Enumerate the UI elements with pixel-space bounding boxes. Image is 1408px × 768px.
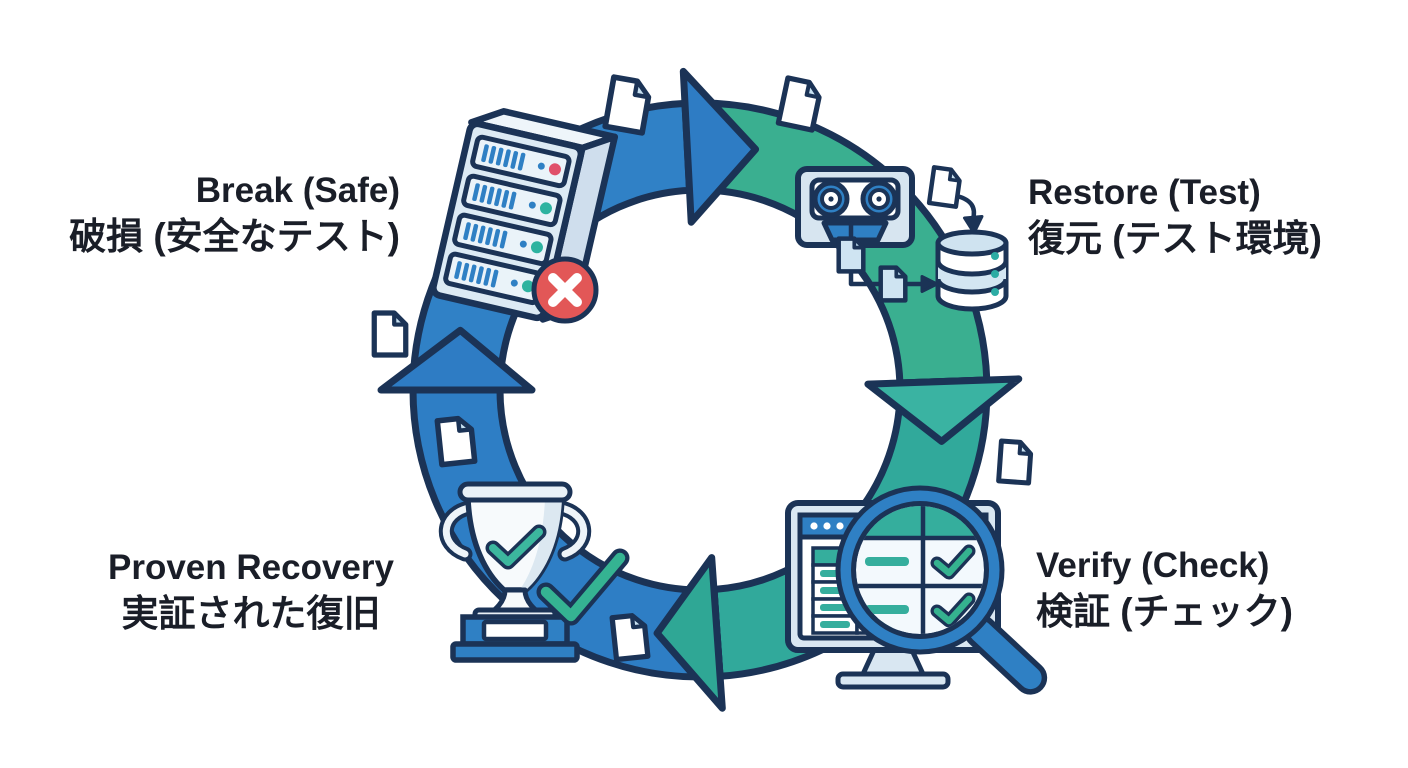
trophy-check-icon: [438, 481, 592, 663]
server-slots: [443, 134, 572, 306]
stage-label-proven-en: Proven Recovery: [108, 548, 394, 587]
document-icons: [371, 74, 1034, 663]
document-icon: [996, 438, 1034, 486]
restore-flow: [848, 193, 984, 293]
document-icon: [434, 415, 478, 468]
error-badge-icon: [531, 256, 599, 324]
stage-label-verify-ja: 検証 (チェック): [1036, 591, 1293, 632]
backup-tape-icon: [795, 166, 915, 248]
document-icon: [609, 613, 651, 663]
stage-label-restore: Restore (Test) 復元 (テスト環境): [1028, 175, 1322, 257]
arrowhead-bottom-icon: [653, 554, 726, 712]
database-icon: [935, 229, 1009, 312]
document-icon: [602, 74, 652, 136]
arrowhead-right-icon: [864, 375, 1023, 445]
stage-label-verify-en: Verify (Check): [1036, 546, 1270, 585]
stage-label-verify: Verify (Check) 検証 (チェック): [1036, 548, 1293, 630]
tape-reel-icon: [812, 180, 850, 218]
document-icon: [926, 165, 962, 209]
stage-label-break-ja: 破損 (安全なテスト): [69, 216, 400, 257]
restore-file-icon: [878, 265, 908, 303]
stage-label-restore-en: Restore (Test): [1028, 173, 1261, 212]
stage-label-proven: Proven Recovery 実証された復旧: [95, 550, 407, 632]
stage-label-break: Break (Safe) 破損 (安全なテスト): [69, 173, 400, 255]
stage-label-proven-ja: 実証された復旧: [121, 593, 381, 634]
document-icon: [371, 310, 409, 358]
magnifier-icon: [835, 485, 1048, 695]
tape-reel-icon: [860, 180, 898, 218]
document-icon: [775, 75, 822, 133]
monitor-magnifier-icon: [785, 485, 1048, 695]
big-checkmark-icon: [536, 548, 630, 626]
restore-file-icon: [836, 236, 866, 274]
stage-label-break-en: Break (Safe): [195, 171, 400, 210]
arrowhead-left-icon: [377, 326, 536, 394]
stage-label-restore-ja: 復元 (テスト環境): [1028, 218, 1322, 259]
arrowhead-top-icon: [679, 67, 760, 226]
